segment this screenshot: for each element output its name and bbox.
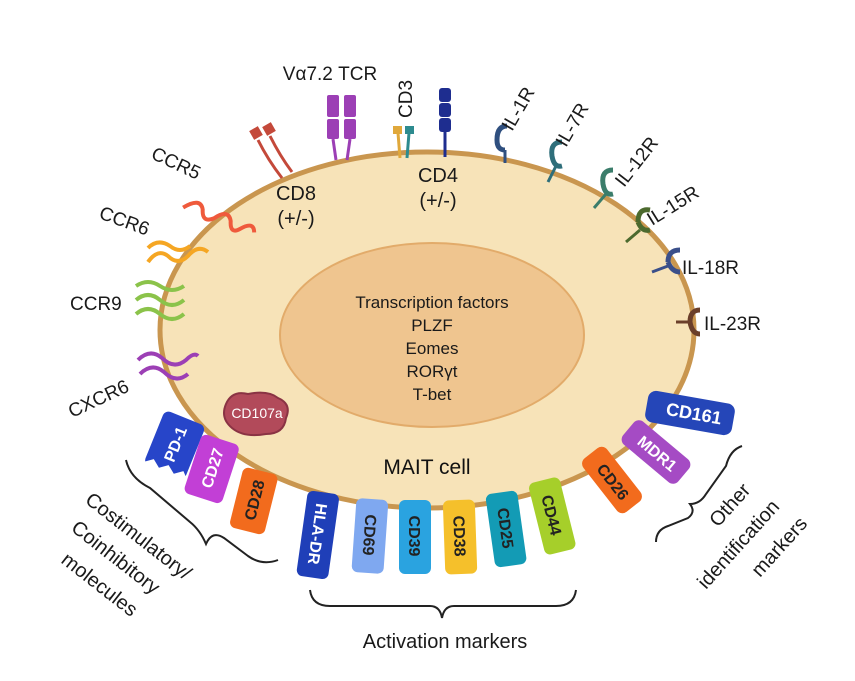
il7r-receptor: [546, 139, 563, 183]
tag-cd27: CD27: [184, 434, 239, 504]
tcr-receptor: [327, 95, 356, 161]
nucleus-line-5: T-bet: [413, 385, 452, 404]
il23r-receptor: [676, 307, 701, 337]
tag-cd44: CD44: [529, 477, 576, 555]
il1r-label: IL-1R: [498, 84, 539, 135]
il7r-label: IL-7R: [552, 100, 593, 151]
cd107a-blob: CD107a: [223, 391, 289, 437]
ccr6-label: CCR6: [96, 203, 152, 240]
nucleus: [279, 242, 585, 428]
cxcr6-label: CXCR6: [65, 376, 132, 422]
nucleus-text: Transcription factors PLZF Eomes RORγt T…: [355, 293, 508, 404]
cd8-receptor: [249, 122, 294, 179]
tag-cd69: CD69: [351, 498, 389, 574]
il1r-receptor: [494, 123, 508, 163]
ccr5-label: CCR5: [148, 143, 204, 184]
il15r-receptor: [625, 207, 651, 244]
tag-cd25-label: CD25: [493, 507, 516, 550]
il12r-receptor: [592, 167, 614, 209]
cd4-label: CD4: [418, 165, 458, 187]
tag-cd69-label: CD69: [359, 514, 379, 556]
cxcr6-receptor: [136, 351, 200, 381]
cell-name: MAIT cell: [383, 456, 470, 479]
nucleus-line-2: PLZF: [411, 316, 453, 335]
tag-cd28: CD28: [230, 467, 278, 535]
tag-cd38-label: CD38: [449, 515, 467, 557]
il12r-label: IL-12R: [611, 133, 663, 191]
nucleus-line-4: RORγt: [407, 362, 458, 381]
activation-bracket: [309, 589, 577, 619]
tag-cd25: CD25: [485, 490, 527, 568]
tag-pd1: PD-1: [142, 411, 205, 482]
ccr9-receptor: [134, 280, 186, 321]
tcr-label: Vα7.2 TCR: [283, 64, 377, 85]
other-bracket: [655, 445, 743, 543]
cd8-label: CD8: [276, 183, 316, 205]
costim-bracket: [125, 459, 279, 564]
nucleus-line-1: Transcription factors: [355, 293, 508, 312]
cd3-receptor: [393, 126, 414, 159]
tag-cd38: CD38: [442, 499, 478, 575]
il18r-receptor: [651, 247, 681, 275]
activation-group-label: Activation markers: [363, 631, 528, 653]
cd4-receptor: [439, 88, 451, 157]
cd4-note: (+/-): [419, 190, 456, 212]
ccr6-receptor: [146, 240, 210, 264]
tag-cd26: CD26: [582, 446, 642, 514]
il23r-label: IL-23R: [704, 314, 761, 335]
il15r-label: IL-15R: [644, 182, 703, 230]
cd3-label: CD3: [396, 80, 417, 118]
other-group-label: Other identification markers: [693, 479, 812, 593]
nucleus-line-3: Eomes: [406, 339, 459, 358]
tag-cd39-label: CD39: [405, 516, 422, 557]
il18r-label: IL-18R: [682, 258, 739, 279]
tag-hla-dr: HLA-DR: [296, 490, 339, 580]
ccr5-receptor: [182, 200, 257, 233]
tag-cd39: CD39: [399, 500, 431, 574]
tag-cd161: CD161: [645, 390, 735, 436]
cd8-note: (+/-): [277, 208, 314, 230]
ccr9-label: CCR9: [70, 294, 122, 315]
cd107a-label: CD107a: [231, 405, 283, 421]
